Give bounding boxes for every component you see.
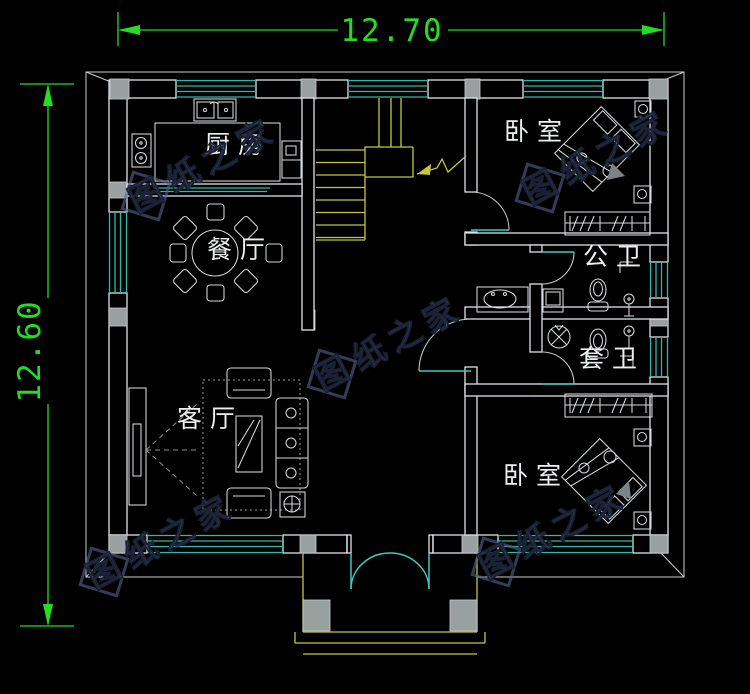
washing-machine-icon: [542, 288, 564, 313]
window-left-dining: [108, 212, 128, 293]
nightstand-icon: [633, 511, 652, 530]
toilet-icon: [587, 278, 609, 312]
watermark: 图 纸之家: [78, 485, 242, 598]
fridge-icon: [281, 140, 302, 179]
kitchen-fixtures: [131, 98, 302, 182]
vanity-sink-icon: [476, 286, 529, 313]
watermark: 图 纸之家: [306, 287, 470, 400]
stairs: [316, 98, 467, 241]
shower-icon: [623, 325, 635, 349]
rug: [202, 379, 301, 511]
stair-direction-arrow: [417, 164, 431, 175]
svg-text:图: 图: [516, 163, 563, 213]
dining-table-icon: [169, 203, 283, 302]
dimension-left: 12.60: [12, 83, 74, 627]
window-right-bath1: [649, 262, 669, 298]
window-bottom-living: [147, 534, 283, 554]
living-label: 客厅: [177, 404, 243, 433]
door-bath-public: [541, 251, 575, 285]
window-top-stair: [348, 79, 428, 98]
basin-icon: [547, 324, 571, 349]
bedroom-top-furniture: [553, 100, 652, 236]
svg-text:纸之家: 纸之家: [346, 288, 470, 379]
interior-walls: [126, 97, 669, 536]
door-bedroom-top: [470, 191, 510, 231]
wardrobe-icon: [564, 393, 653, 418]
towel-rack-icon: [619, 261, 634, 367]
dimension-height-label: 12.60: [12, 299, 48, 402]
shower-icon: [623, 293, 635, 317]
bedroom-bottom-furniture: [560, 393, 653, 530]
bed-corner-throw: [607, 163, 625, 180]
window-top-bedroom: [523, 79, 603, 98]
windows: [108, 79, 669, 554]
bath-public-label: 公卫: [583, 242, 649, 271]
svg-text:图: 图: [308, 349, 355, 399]
coffee-table-icon: [235, 415, 263, 473]
room-labels: 厨房 卧室 餐厅 公卫 套卫 客厅 卧室: [177, 117, 649, 490]
window-top-kitchen: [176, 79, 256, 98]
bedroom-bottom-label: 卧室: [503, 461, 569, 490]
sofa-icon: [226, 367, 309, 519]
stove-icon: [131, 133, 152, 168]
lamp-table-icon: [279, 491, 306, 518]
bathroom-fixtures: [476, 261, 635, 367]
dimension-top: 12.70: [117, 12, 665, 49]
sink-icon: [193, 98, 237, 122]
bath-ensuite-label: 套卫: [579, 344, 645, 373]
bed-corner-throw: [616, 481, 631, 499]
kitchen-label: 厨房: [205, 130, 271, 159]
bedroom-top-label: 卧室: [504, 117, 570, 146]
window-bottom-bedroom: [498, 534, 633, 554]
door-bath-ensuite: [541, 351, 575, 385]
nightstand-icon: [634, 100, 652, 118]
porch-steps: [294, 553, 486, 655]
watermark-logo: 图: [122, 171, 169, 221]
door-bedroom-bottom: [418, 318, 472, 372]
window-right-bath2: [649, 337, 669, 377]
entrance-double-door: [350, 552, 430, 590]
wardrobe-icon: [564, 211, 651, 236]
svg-text:纸之家: 纸之家: [118, 486, 242, 577]
dimension-width-label: 12.70: [340, 13, 443, 49]
living-room-furniture: [128, 367, 309, 519]
nightstand-icon: [633, 185, 652, 204]
kitchen-counter: [154, 122, 281, 182]
svg-text:图: 图: [80, 547, 127, 597]
dining-label: 餐厅: [207, 235, 273, 264]
doors: [350, 191, 575, 590]
nightstand-icon: [633, 428, 652, 447]
tv-icon: [128, 387, 200, 506]
toilet-icon: [587, 328, 609, 359]
